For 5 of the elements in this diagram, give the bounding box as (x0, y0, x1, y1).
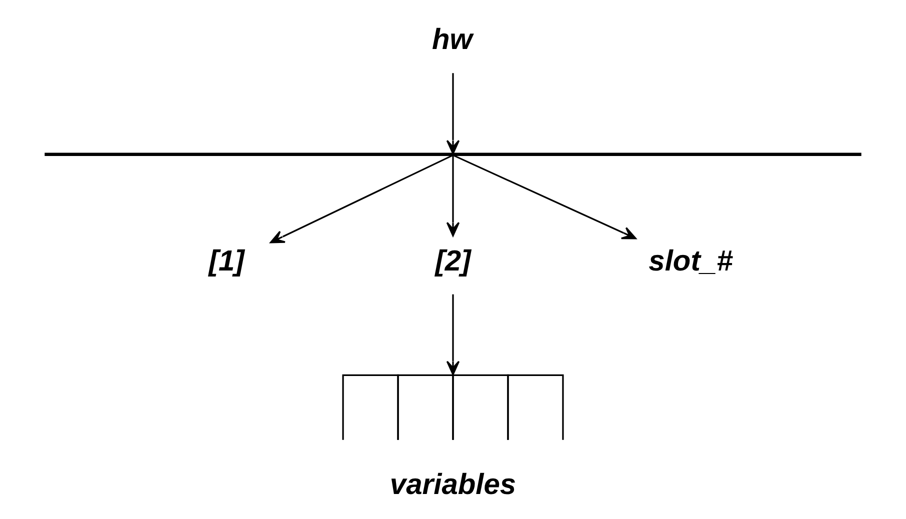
node-text: variables (390, 468, 516, 501)
node-text: slot_# (648, 246, 733, 278)
node-text: hw (432, 24, 472, 56)
node-text: [1] (208, 246, 244, 278)
node-text: [2] (435, 246, 471, 278)
